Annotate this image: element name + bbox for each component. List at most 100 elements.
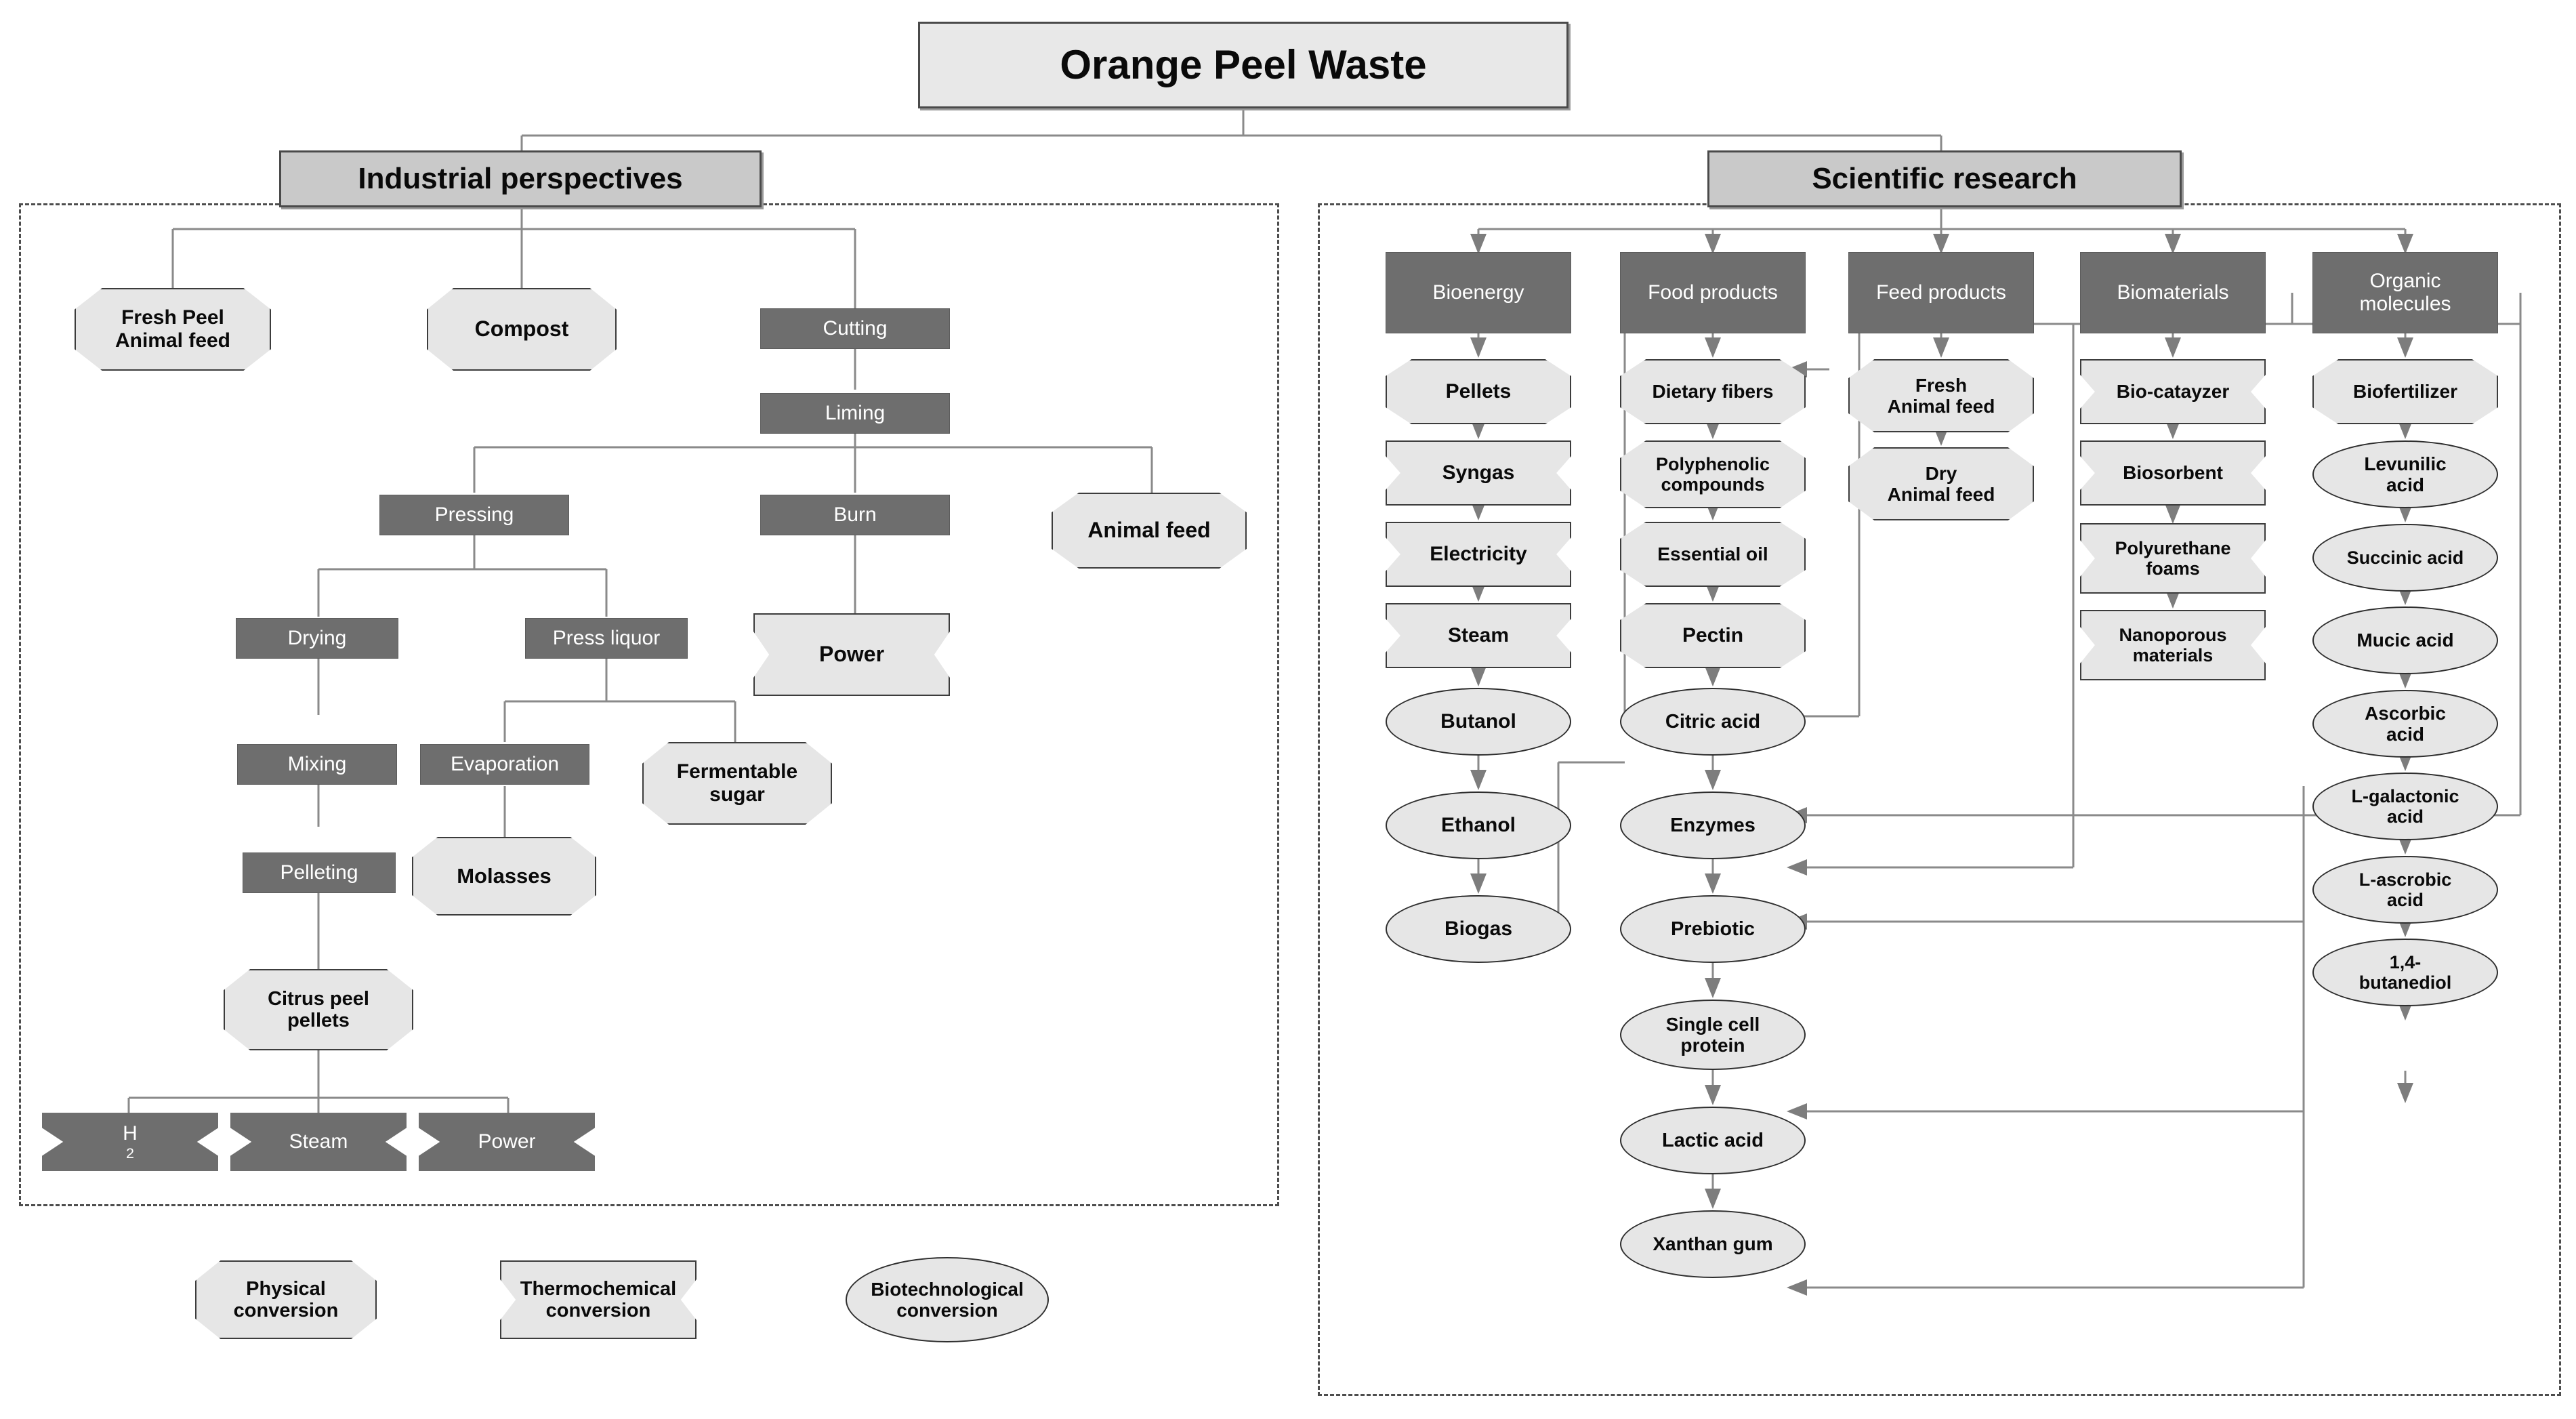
category-label: Bioenergy [1432, 281, 1524, 304]
node-single-cell-protein: Single cell protein [1620, 1000, 1806, 1070]
node-label: Prebiotic [1670, 918, 1756, 940]
node-fresh-animal-feed: Fresh Animal feed [1848, 359, 2034, 432]
node-ethanol: Ethanol [1386, 791, 1571, 859]
node-biosorbent: Biosorbent [2080, 440, 2266, 506]
category-header-feed-products: Feed products [1848, 252, 2034, 333]
node-label: Lactic acid [1662, 1129, 1764, 1151]
node-label: Succinic acid [2346, 547, 2464, 568]
node-label: Biofertilizer [2352, 381, 2458, 403]
node-label: Essential oil [1657, 543, 1768, 565]
node-dietary-fibers: Dietary fibers [1620, 359, 1806, 424]
node-label: Burn [833, 503, 877, 527]
node-label: Evaporation [450, 753, 560, 776]
node-label: Dietary fibers [1652, 381, 1774, 403]
node-label: Polyphenolic compounds [1655, 453, 1770, 495]
node-output-steam: Steam [230, 1113, 407, 1171]
node-label: Enzymes [1670, 814, 1756, 836]
node-mixing: Mixing [237, 744, 397, 785]
node-label: Levunilic acid [2364, 453, 2447, 495]
node-label: Xanthan gum [1653, 1233, 1773, 1255]
node-label: Bio-catayzer [2116, 381, 2230, 403]
node-pelleting: Pelleting [243, 852, 396, 893]
node-polyurethane-foams: Polyurethane foams [2080, 523, 2266, 594]
node-fresh-peel-animal-feed: Fresh Peel Animal feed [75, 288, 271, 371]
node-citrus-peel-pellets: Citrus peel pellets [224, 969, 413, 1050]
node-press-liquor: Press liquor [525, 618, 688, 659]
node-biogas: Biogas [1386, 895, 1571, 963]
node-molasses: Molasses [412, 837, 596, 916]
category-header-biomaterials: Biomaterials [2080, 252, 2266, 333]
node-label: L-galactonic acid [2351, 785, 2459, 827]
node-ascorbic-acid: Ascorbic acid [2312, 690, 2498, 758]
legend-thermochemical-conversion: Thermochemical conversion [500, 1260, 697, 1339]
node-evaporation: Evaporation [420, 744, 589, 785]
node-lactic-acid: Lactic acid [1620, 1107, 1806, 1174]
node-label: Pelleting [280, 861, 358, 884]
node-bio-catayzer: Bio-catayzer [2080, 359, 2266, 424]
node-levunilic-acid: Levunilic acid [2312, 440, 2498, 508]
node-pectin: Pectin [1620, 603, 1806, 668]
node-l-ascrobic-acid: L-ascrobic acid [2312, 856, 2498, 924]
node-label: Syngas [1442, 461, 1515, 485]
node-label: Ascorbic acid [2365, 702, 2446, 745]
node-xanthan-gum: Xanthan gum [1620, 1210, 1806, 1278]
node-butanol: Butanol [1386, 688, 1571, 756]
node-label: Nanoporous materials [2119, 624, 2227, 665]
node-label: Electricity [1430, 543, 1527, 566]
node-label: Steam [289, 1130, 348, 1153]
node-label: Polyurethane foams [2115, 537, 2231, 579]
node-enzymes: Enzymes [1620, 791, 1806, 859]
node-label: Mixing [287, 753, 347, 776]
node-label: Fresh Peel Animal feed [115, 306, 231, 352]
legend-label: Biotechnological conversion [871, 1278, 1024, 1321]
section-research-header: Scientific research [1707, 150, 2182, 207]
node-polyphenolic-compounds: Polyphenolic compounds [1620, 440, 1806, 508]
node-syngas: Syngas [1386, 440, 1571, 506]
section-research-label: Scientific research [1812, 162, 2077, 196]
node-essential-oil: Essential oil [1620, 522, 1806, 587]
node-label: Dry Animal feed [1887, 462, 1995, 505]
node-label: Pellets [1445, 380, 1512, 403]
legend-biotechnological-conversion: Biotechnological conversion [846, 1257, 1049, 1342]
node-1-4-butanediol: 1,4- butanediol [2312, 939, 2498, 1006]
node-liming: Liming [760, 393, 950, 434]
node-nanoporous-materials: Nanoporous materials [2080, 610, 2266, 680]
node-biofertilizer: Biofertilizer [2312, 359, 2498, 424]
section-industrial-header: Industrial perspectives [279, 150, 762, 207]
node-label: Press liquor [552, 627, 661, 650]
node-label: Fresh Animal feed [1887, 374, 1995, 417]
node-label: Molasses [457, 863, 552, 888]
category-header-food-products: Food products [1620, 252, 1806, 333]
node-electricity: Electricity [1386, 522, 1571, 587]
node-label: L-ascrobic acid [2359, 869, 2452, 910]
node-label: Animal feed [1087, 518, 1211, 543]
node-label: Pressing [434, 503, 514, 527]
node-label: Cutting [823, 317, 888, 340]
category-label: Organic molecules [2359, 270, 2451, 315]
node-label: Biogas [1444, 918, 1513, 941]
node-drying: Drying [236, 618, 398, 659]
legend-physical-conversion: Physical conversion [195, 1260, 377, 1339]
category-label: Biomaterials [2117, 281, 2229, 304]
node-label: Single cell protein [1665, 1013, 1760, 1056]
legend-label: Physical conversion [233, 1277, 339, 1321]
node-label: Citric acid [1665, 710, 1761, 733]
legend-label: Thermochemical conversion [520, 1277, 677, 1321]
node-mucic-acid: Mucic acid [2312, 606, 2498, 674]
node-label: Biosorbent [2123, 462, 2223, 484]
category-header-organic-molecules: Organic molecules [2312, 252, 2498, 333]
section-industrial-label: Industrial perspectives [358, 162, 683, 196]
node-label: Ethanol [1441, 814, 1516, 837]
node-dry-animal-feed: Dry Animal feed [1848, 447, 2034, 520]
node-succinic-acid: Succinic acid [2312, 524, 2498, 592]
node-label: Power [478, 1130, 536, 1153]
node-fermentable-sugar: Fermentable sugar [642, 742, 832, 825]
category-label: Food products [1648, 281, 1778, 304]
category-header-bioenergy: Bioenergy [1386, 252, 1571, 333]
node-pellets: Pellets [1386, 359, 1571, 424]
node-cutting: Cutting [760, 308, 950, 349]
node-label: Mucic acid [2356, 630, 2454, 651]
node-label: Fermentable sugar [676, 760, 798, 806]
